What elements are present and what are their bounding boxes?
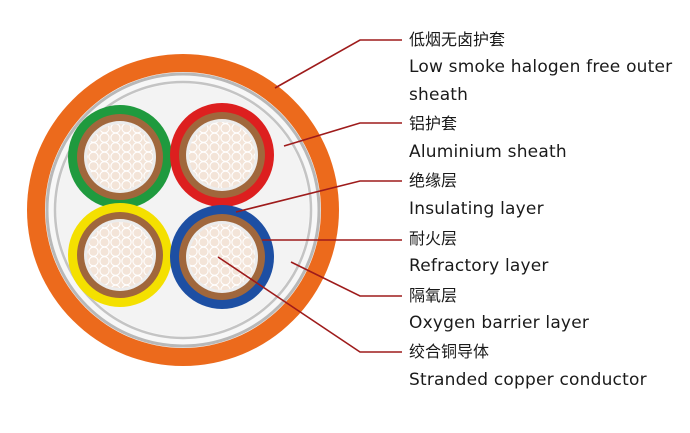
core-yellow (68, 203, 172, 307)
label-aluminium-sheath-en: Aluminium sheath (409, 142, 567, 162)
stranded-conductor (189, 122, 255, 188)
aluminium-sheath-inner (53, 80, 313, 340)
aluminium-sheath-outer (45, 72, 321, 348)
label-refractory-layer-en: Refractory layer (409, 256, 549, 276)
leader-line-stranded-conductor (217, 256, 402, 353)
leader-line-outer-sheath (274, 39, 402, 89)
stranded-conductor (189, 224, 255, 290)
stranded-conductor (87, 222, 153, 288)
leader-line-aluminium-sheath (283, 122, 402, 147)
core-blue (170, 205, 274, 309)
label-outer-sheath-en: Low smoke halogen free outer (409, 57, 673, 77)
label-stranded-conductor-en: Stranded copper conductor (409, 370, 647, 390)
label-refractory-layer-cn: 耐火层 (409, 229, 458, 248)
label-stranded-conductor-cn: 绞合铜导体 (409, 342, 490, 361)
label-insulating-layer-en: Insulating layer (409, 199, 544, 219)
label-oxygen-barrier-layer-en: Oxygen barrier layer (409, 313, 590, 333)
core-green (68, 105, 172, 209)
leader-line-oxygen-barrier-layer (290, 261, 402, 297)
label-outer-sheath-en-line2: sheath (409, 85, 469, 105)
label-aluminium-sheath-cn: 铝护套 (409, 114, 458, 133)
stranded-conductor (87, 124, 153, 190)
label-insulating-layer-cn: 绝缘层 (409, 171, 458, 190)
label-outer-sheath-cn: 低烟无卤护套 (409, 30, 506, 49)
label-oxygen-barrier-layer-cn: 隔氧层 (409, 286, 458, 305)
core-red (170, 103, 274, 207)
leader-line-insulating-layer (235, 180, 402, 213)
